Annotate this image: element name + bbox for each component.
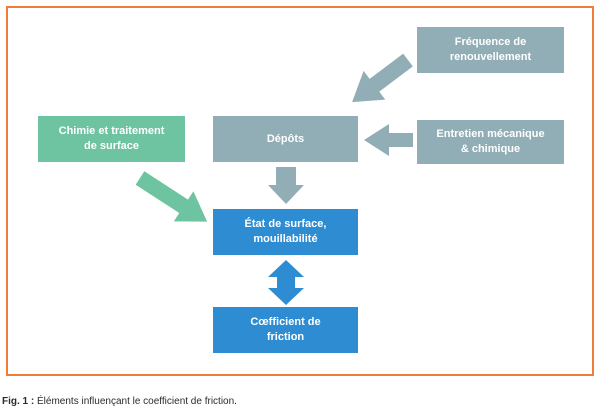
node-depots: Dépôts xyxy=(213,116,358,162)
node-frequence-renouvellement: Fréquence de renouvellement xyxy=(417,27,564,73)
node-coefficient-friction: Cœfficient de friction xyxy=(213,307,358,353)
node-etat-surface: État de surface, mouillabilité xyxy=(213,209,358,255)
node-entretien: Entretien mécanique & chimique xyxy=(417,120,564,164)
figure-caption: Fig. 1 : Éléments influençant le coeffic… xyxy=(2,396,237,407)
caption-label: Fig. 1 : xyxy=(2,396,35,407)
caption-text: Éléments influençant le coefficient de f… xyxy=(34,396,237,407)
node-chimie-traitement: Chimie et traitement de surface xyxy=(38,116,185,162)
